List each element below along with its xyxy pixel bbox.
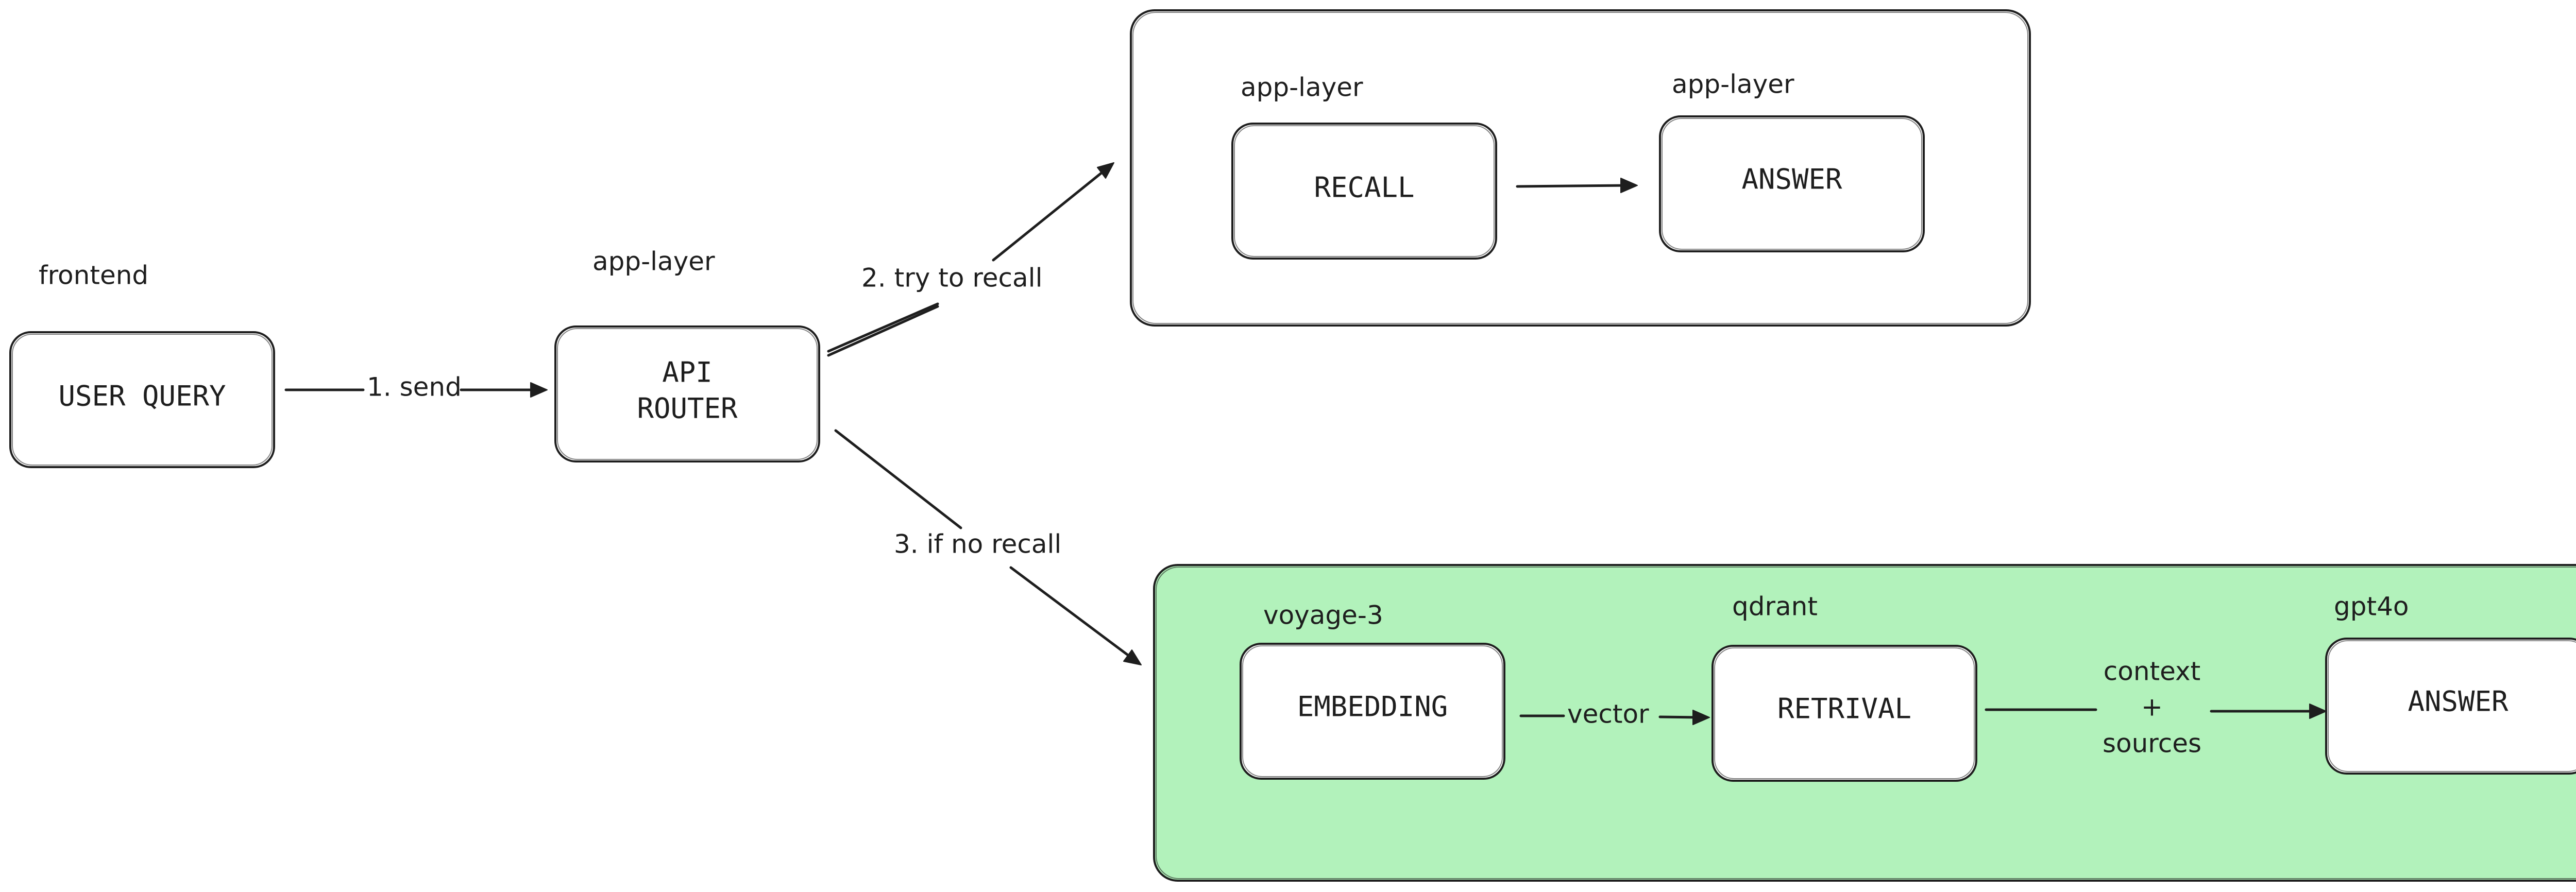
node-label-frontend: frontend (39, 261, 148, 290)
edge-label-plus: + (2141, 692, 2163, 722)
node-answer-gpt-text: ANSWER (2408, 685, 2509, 718)
node-answer-gpt: ANSWER (2325, 638, 2576, 775)
node-user-query-text: USER QUERY (58, 380, 226, 413)
node-label-embedding: voyage-3 (1263, 601, 1383, 630)
node-embedding: EMBEDDING (1240, 643, 1505, 780)
node-label-recall: app-layer (1241, 73, 1363, 102)
node-recall-text: RECALL (1314, 171, 1414, 204)
edge-label-send: 1. send (367, 372, 462, 402)
edge-send: 1. send (284, 372, 548, 402)
edge-context-sources: context + sources (1985, 657, 2327, 759)
node-label-answer-recall: app-layer (1672, 70, 1794, 99)
edge-label-no-recall: 3. if no recall (894, 529, 1061, 559)
node-api-router: API ROUTER (554, 325, 820, 462)
edge-label-try-recall: 2. try to recall (861, 263, 1042, 293)
node-recall: RECALL (1231, 123, 1497, 260)
recall-group (1130, 9, 2031, 327)
node-answer-recall-text: ANSWER (1741, 163, 1842, 196)
node-label-api-router: app-layer (592, 247, 715, 277)
edge-label-context: context (2104, 657, 2200, 687)
node-user-query: USER QUERY (9, 331, 275, 468)
edge-label-vector: vector (1567, 699, 1649, 729)
node-label-retrival: qdrant (1732, 592, 1818, 622)
node-retrival-text: RETRIVAL (1777, 693, 1911, 725)
node-label-answer-gpt: gpt4o (2334, 592, 2409, 622)
edge-vector: vector (1519, 699, 1710, 729)
node-retrival: RETRIVAL (1711, 645, 1977, 782)
node-answer-recall: ANSWER (1659, 115, 1925, 252)
edge-try-recall: 2. try to recall (827, 162, 1114, 357)
edge-recall-answer (1516, 178, 1638, 193)
node-api-router-line1: API (662, 356, 713, 389)
edge-label-sources: sources (2103, 729, 2201, 759)
edge-no-recall: 3. if no recall (834, 429, 1142, 665)
node-embedding-text: EMBEDDING (1297, 691, 1448, 723)
node-api-router-line2: ROUTER (637, 392, 738, 425)
